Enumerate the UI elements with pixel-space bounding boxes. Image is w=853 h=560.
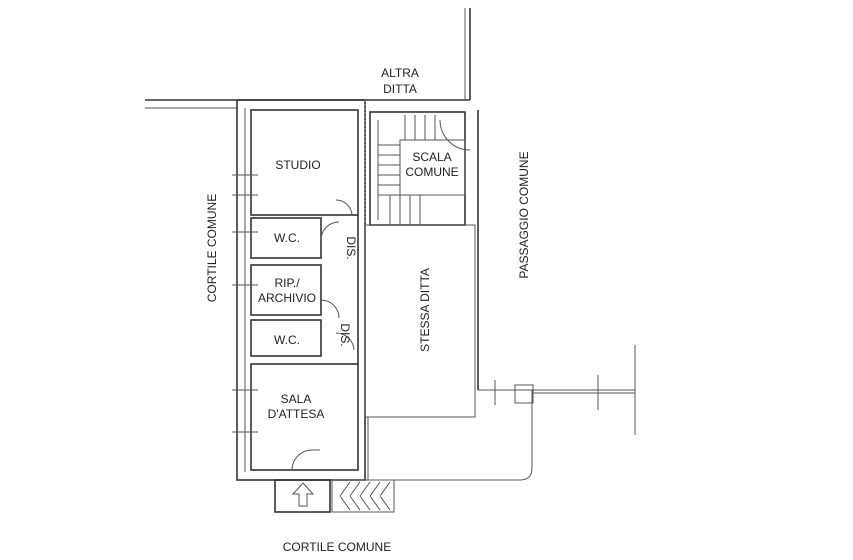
label-rip: RIP./ — [274, 276, 300, 290]
labels: ALTRA DITTA STUDIO W.C. DIS. RIP./ ARCHI… — [205, 66, 531, 554]
label-wc-1: W.C. — [274, 231, 300, 245]
label-wc-2: W.C. — [274, 333, 300, 347]
label-scala: SCALA — [412, 150, 451, 164]
label-archivio: ARCHIVIO — [258, 291, 316, 305]
label-dis-1: DIS. — [344, 236, 358, 259]
room-archivio — [250, 264, 322, 316]
label-altra-ditta-2: DITTA — [383, 82, 417, 96]
room-studio — [250, 109, 359, 216]
label-cortile-left: CORTILE COMUNE — [205, 194, 219, 302]
room-sala — [250, 363, 359, 471]
label-scala-2: COMUNE — [405, 165, 458, 179]
label-cortile-bottom: CORTILE COMUNE — [283, 540, 391, 554]
room-wc-2 — [250, 319, 322, 357]
label-passaggio: PASSAGGIO COMUNE — [517, 151, 531, 278]
label-stessa-ditta: STESSA DITTA — [418, 268, 432, 352]
walls — [145, 8, 636, 513]
label-studio: STUDIO — [275, 158, 320, 172]
label-sala-2: D'ATTESA — [268, 407, 325, 421]
ramp — [331, 479, 395, 513]
entrance-arrow-icon — [291, 482, 315, 507]
room-stessa-ditta — [364, 224, 476, 418]
label-dis-2: DIS. — [338, 323, 352, 346]
label-altra-ditta: ALTRA — [381, 66, 419, 80]
label-sala: SALA — [281, 392, 312, 406]
entrance — [274, 479, 331, 513]
